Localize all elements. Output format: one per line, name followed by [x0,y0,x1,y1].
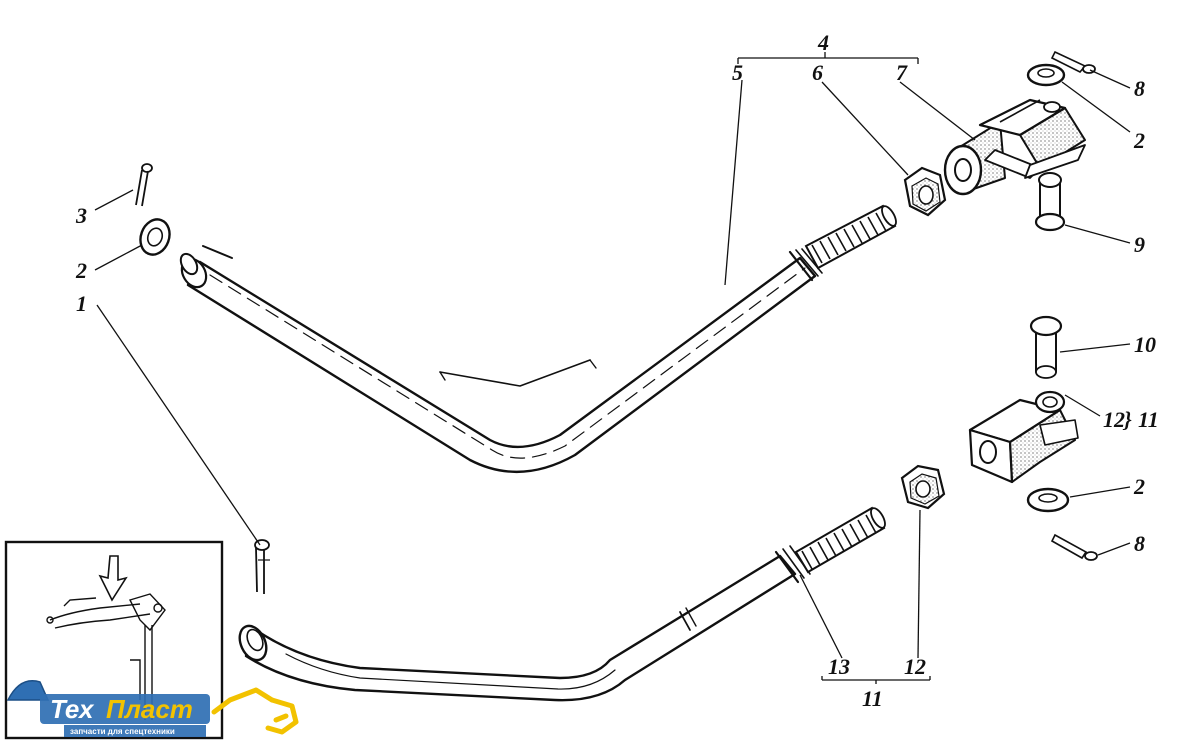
brand-name-part1: Тех [50,694,95,724]
label-4: 4 [817,30,829,55]
label-2-left: 2 [75,258,87,283]
cotter-pin-1 [254,539,270,594]
upper-rod [179,245,823,474]
upper-clevis [943,98,1086,196]
label-11-bottom: 11 [862,686,883,711]
lower-rod-thread [794,506,886,574]
label-8-bottom: 8 [1134,531,1145,556]
pin-9 [1034,172,1066,232]
lower-nut [900,464,946,510]
label-6: 6 [812,60,823,85]
label-3: 3 [75,203,87,228]
lower-rod [238,545,811,702]
leader-lines [94,52,1131,684]
label-8-top: 8 [1134,76,1145,101]
cotter-pin-8-bottom [1050,533,1098,561]
brand-logo: Тех Пласт запчасти для спецтехники [6,680,299,737]
washer-left [139,218,171,256]
callout-labels: 3 2 1 4 5 6 7 8 2 9 10 12 } 11 2 8 13 12… [75,30,1159,711]
inset-linkage [46,593,166,720]
label-7: 7 [896,60,908,85]
label-5: 5 [732,60,743,85]
label-1: 1 [76,291,87,316]
brand-name-part2: Пласт [106,694,193,724]
brand-tagline: запчасти для спецтехники [70,727,175,736]
washer-lower-right [1026,487,1070,513]
inset-arrow [98,555,128,602]
label-2-lower-right: 2 [1133,474,1145,499]
label-12-right: 12 [1103,407,1125,432]
brace: } [1122,407,1132,432]
upper-nut [903,166,947,217]
logo-loader-icon [6,680,50,701]
label-11-right: 11 [1138,407,1159,432]
label-2-top-right: 2 [1133,128,1145,153]
label-10: 10 [1134,332,1156,357]
pin-10 [1029,315,1063,379]
label-13: 13 [828,654,850,679]
lower-clevis [968,390,1079,484]
label-12-bottom: 12 [904,654,926,679]
washer-top-right [1026,63,1066,87]
upper-rod-thread [804,204,897,270]
label-9: 9 [1134,232,1145,257]
cotter-pin-3 [135,163,153,207]
logo-excavator-icon [211,687,299,735]
